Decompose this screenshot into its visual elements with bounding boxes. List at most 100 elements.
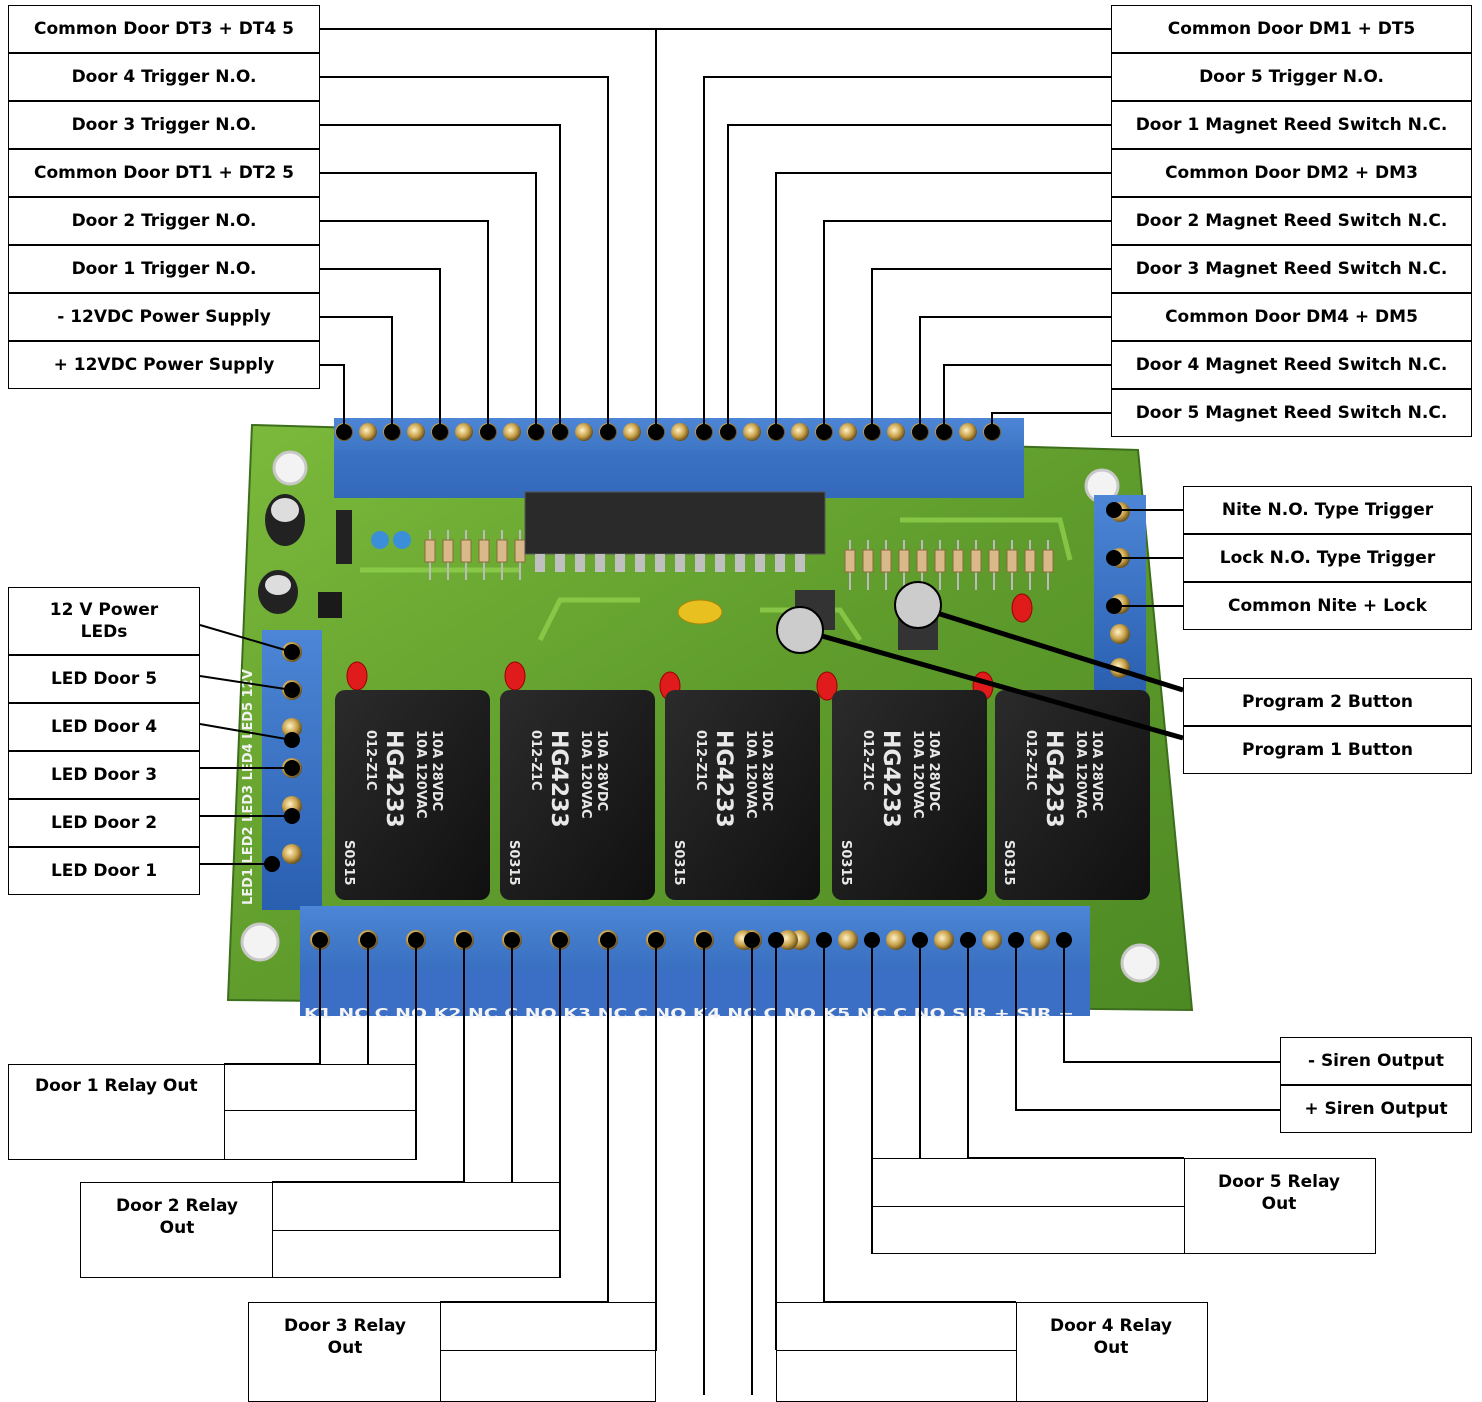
connection-dot — [648, 932, 664, 948]
terminal-screw — [886, 930, 906, 950]
resistor — [442, 539, 454, 563]
connection-dot — [264, 856, 280, 872]
connector-line — [1063, 940, 1280, 1063]
relay-marking: 10A 28VDC — [429, 730, 444, 811]
connection-dot — [1106, 502, 1122, 518]
connector-line — [943, 364, 1111, 432]
relay-marking: HG4233 — [381, 730, 406, 828]
connector-line — [727, 124, 1111, 432]
resistor — [952, 549, 964, 573]
label-nite-trigger: Nite N.O. Type Trigger — [1183, 486, 1472, 534]
connection-dot — [1106, 598, 1122, 614]
connector-line — [871, 268, 1111, 432]
connector-line — [320, 124, 561, 432]
relay-marking: 10A 120VAC — [743, 730, 758, 819]
divider — [440, 1350, 656, 1351]
terminal-screw — [982, 930, 1002, 950]
divider — [440, 1302, 441, 1402]
connection-dot — [936, 424, 952, 440]
terminal-screw — [934, 930, 954, 950]
label-common-door-dm1-dt5: Common Door DM1 + DT5 — [1111, 5, 1472, 53]
label-door4-trigger: Door 4 Trigger N.O. — [8, 53, 320, 101]
ic-pin — [555, 554, 565, 572]
relay-marking: 10A 28VDC — [926, 730, 941, 811]
terminal-screw — [1110, 624, 1130, 644]
connection-dot — [768, 424, 784, 440]
resistor — [880, 549, 892, 573]
relay-body — [500, 690, 655, 900]
label-door3-reed: Door 3 Magnet Reed Switch N.C. — [1111, 245, 1472, 293]
relay-marking: HG4233 — [878, 730, 903, 828]
ic-pin — [595, 554, 605, 572]
ic-pin — [735, 554, 745, 572]
label-program-1-button: Program 1 Button — [1183, 726, 1472, 774]
connection-dot — [504, 932, 520, 948]
connection-dot — [284, 682, 300, 698]
label-common-door-dm2-dm3: Common Door DM2 + DM3 — [1111, 149, 1472, 197]
terminal-screw — [743, 423, 761, 441]
terminal-screw — [455, 423, 473, 441]
label-plus-12vdc: + 12VDC Power Supply — [8, 341, 320, 389]
ic-pin — [755, 554, 765, 572]
ic-pin — [675, 554, 685, 572]
program-2-button-marker — [894, 581, 942, 629]
program-2-line — [939, 611, 1184, 693]
label-door1-trigger: Door 1 Trigger N.O. — [8, 245, 320, 293]
connector-line — [199, 624, 293, 653]
relay-marking: 012-Z1C — [1023, 730, 1038, 791]
connection-dot — [768, 932, 784, 948]
connection-dot — [1056, 932, 1072, 948]
relay-marking: 10A 120VAC — [1073, 730, 1088, 819]
terminal-screw — [623, 423, 641, 441]
connection-dot — [384, 424, 400, 440]
resistor — [478, 539, 490, 563]
relay-marking: HG4233 — [711, 730, 736, 828]
relay-marking: 10A 28VDC — [1089, 730, 1104, 811]
connection-dot — [816, 424, 832, 440]
connector-line — [320, 316, 393, 432]
capacitor-small — [371, 531, 389, 549]
ic-pin — [715, 554, 725, 572]
microcontroller-chip — [524, 491, 826, 555]
ic-pin — [695, 554, 705, 572]
terminal-screw — [959, 423, 977, 441]
relay-body — [832, 690, 987, 900]
connection-dot — [360, 932, 376, 948]
divider — [1184, 1158, 1185, 1254]
led — [346, 661, 368, 691]
ic-pin — [535, 554, 545, 572]
crystal — [677, 599, 723, 625]
connection-dot — [864, 932, 880, 948]
terminal-screw — [359, 423, 377, 441]
connection-dot — [552, 424, 568, 440]
connection-dot — [984, 424, 1000, 440]
label-door5-trigger: Door 5 Trigger N.O. — [1111, 53, 1472, 101]
connection-dot — [528, 424, 544, 440]
relay-marking: S0315 — [838, 840, 853, 886]
connection-dot — [816, 932, 832, 948]
label-led-door3: LED Door 3 — [8, 751, 200, 799]
transistor — [318, 592, 342, 618]
resistor — [844, 549, 856, 573]
terminal-screw — [1030, 930, 1050, 950]
resistor — [988, 549, 1000, 573]
connection-dot — [336, 424, 352, 440]
connection-dot — [1106, 550, 1122, 566]
resistor — [916, 549, 928, 573]
resistor — [496, 539, 508, 563]
divider — [776, 1350, 1016, 1351]
relay-marking: S0315 — [341, 840, 356, 886]
label-common-door-dt3-dt4: Common Door DT3 + DT4 5 — [8, 5, 320, 53]
capacitor-small — [393, 531, 411, 549]
terminal-screw — [887, 423, 905, 441]
connector-line — [1015, 940, 1280, 1111]
relay-marking: 10A 120VAC — [910, 730, 925, 819]
resistor — [1042, 549, 1054, 573]
resistor — [862, 549, 874, 573]
connection-dot — [912, 932, 928, 948]
